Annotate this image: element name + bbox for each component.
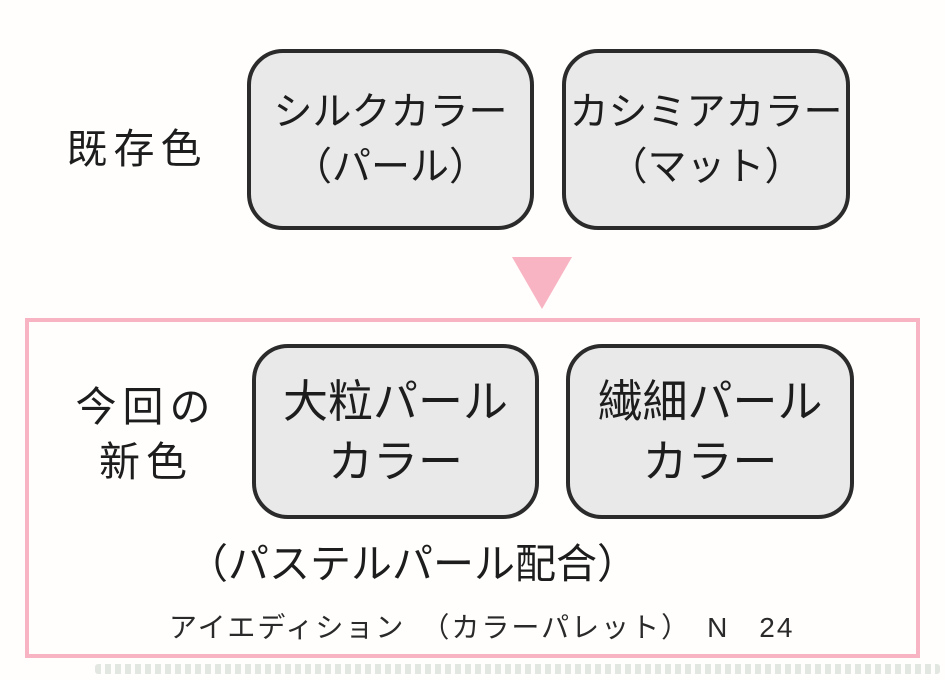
box-fine-pearl-color: 繊細パール カラー	[566, 344, 854, 519]
new-colors-label-line1: 今回の	[75, 384, 217, 430]
new-colors-label-line2: 新色	[99, 439, 193, 485]
product-name-caption: アイエディション （カラーパレット） N 24	[169, 612, 795, 643]
box-fine-pearl-line1: 繊細パール	[597, 375, 823, 427]
box-cashmere-color: カシミアカラー （マット）	[562, 49, 850, 230]
box-large-pearl-line2: カラー	[327, 435, 463, 487]
box-fine-pearl-line2: カラー	[642, 435, 778, 487]
box-silk-color-line1: シルクカラー	[273, 90, 508, 134]
new-colors-panel: 今回の 新色 大粒パール カラー 繊細パール カラー （パステルパール配合） ア…	[25, 318, 920, 658]
box-large-pearl-line1: 大粒パール	[282, 375, 508, 427]
existing-colors-label: 既存色	[66, 126, 208, 172]
box-silk-color-line2: （パール）	[292, 145, 488, 189]
pastel-pearl-note: （パステルパール配合）	[187, 541, 638, 587]
box-silk-color: シルクカラー （パール）	[247, 49, 534, 230]
new-colors-label: 今回の 新色	[61, 380, 231, 490]
box-cashmere-color-line1: カシミアカラー	[569, 90, 843, 134]
cropped-text-fragment	[95, 664, 940, 674]
down-arrow-icon	[512, 257, 572, 309]
box-cashmere-color-line2: （マット）	[608, 145, 804, 189]
box-large-pearl-color: 大粒パール カラー	[252, 344, 539, 519]
